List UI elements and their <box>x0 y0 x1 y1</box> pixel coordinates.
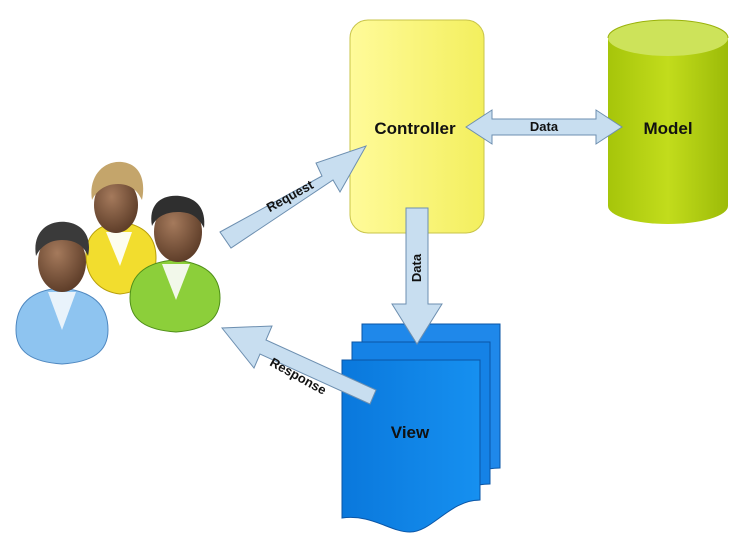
users-group <box>15 161 221 365</box>
controller-label: Controller <box>374 119 456 138</box>
controller-node: Controller <box>349 19 485 234</box>
view-node: View <box>341 323 501 533</box>
model-label: Model <box>643 119 692 138</box>
request-arrow: Request <box>219 145 368 249</box>
controller-model-data-arrow: Data <box>465 109 623 145</box>
controller-view-data-label: Data <box>409 253 424 282</box>
user-green-icon <box>129 195 221 333</box>
model-node: Model <box>607 19 729 224</box>
controller-model-data-label: Data <box>530 119 559 134</box>
user-blue-icon <box>15 221 109 365</box>
view-label: View <box>391 423 430 442</box>
user-yellow-icon <box>85 161 157 295</box>
controller-view-data-arrow: Data <box>391 207 443 345</box>
